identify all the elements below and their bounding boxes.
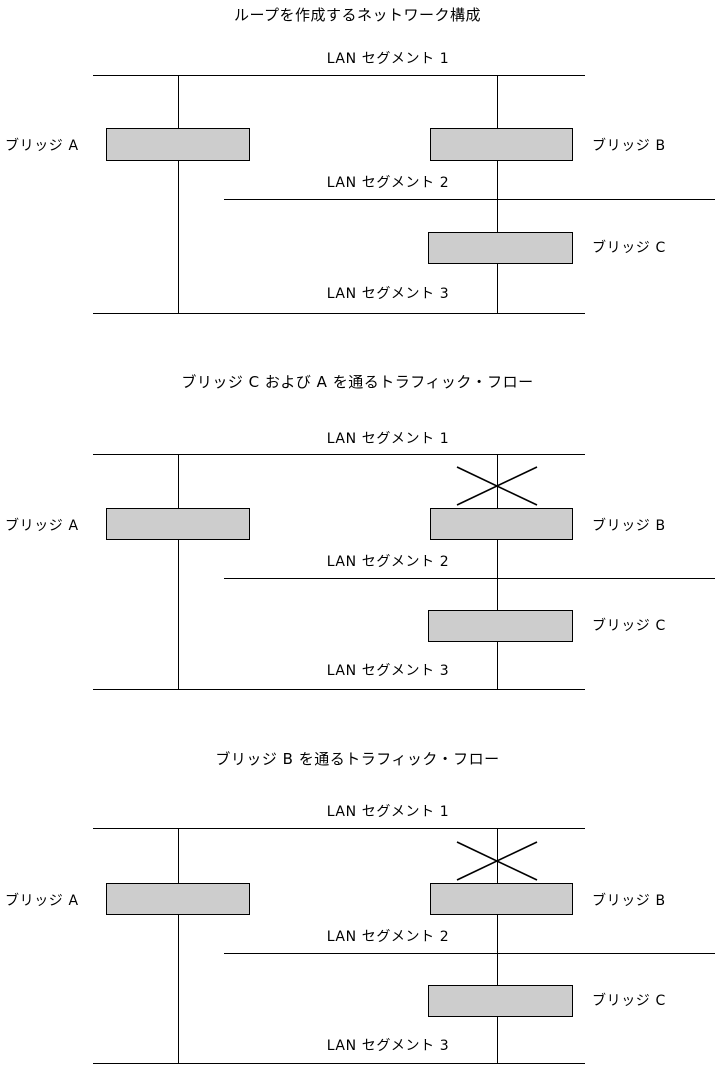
segment-line-lan-2 — [224, 199, 715, 200]
panel-title: ブリッジ B を通るトラフィック・フロー — [215, 750, 500, 768]
bridge-a-trunk-upper — [178, 454, 179, 508]
diagram-panel-traffic-via-b: ブリッジ B を通るトラフィック・フロー LAN セグメント 1 ブリッジ A … — [0, 730, 715, 1066]
segment-label-lan-2: LAN セグメント 2 — [326, 175, 450, 191]
bridge-box-c[interactable] — [428, 232, 573, 264]
segment-label-lan-3: LAN セグメント 3 — [326, 1038, 450, 1054]
blocked-link-x-icon — [456, 841, 538, 881]
segment-label-lan-1: LAN セグメント 1 — [326, 51, 450, 67]
bridge-b-to-c-trunk — [497, 539, 498, 611]
bridge-a-trunk-upper — [178, 828, 179, 883]
segment-label-lan-3: LAN セグメント 3 — [326, 286, 450, 302]
bridge-label-c: ブリッジ C — [592, 618, 666, 634]
segment-label-lan-1: LAN セグメント 1 — [326, 431, 450, 447]
bridge-box-c[interactable] — [428, 610, 573, 642]
bridge-a-trunk-lower — [178, 539, 179, 689]
bridge-box-b[interactable] — [430, 128, 573, 161]
segment-label-lan-3: LAN セグメント 3 — [326, 663, 450, 679]
bridge-box-a[interactable] — [106, 508, 250, 540]
bridge-label-a: ブリッジ A — [5, 518, 79, 534]
bridge-c-trunk-lower — [497, 642, 498, 689]
bridge-box-c[interactable] — [428, 985, 573, 1017]
segment-line-lan-3 — [93, 1063, 585, 1064]
bridge-b-to-c-trunk — [497, 914, 498, 986]
segment-label-lan-2: LAN セグメント 2 — [326, 929, 450, 945]
blocked-link-x-icon — [456, 466, 538, 506]
segment-line-lan-1 — [93, 454, 585, 455]
bridge-box-a[interactable] — [106, 128, 250, 161]
bridge-b-to-c-trunk — [497, 159, 498, 233]
bridge-a-trunk-upper — [178, 75, 179, 129]
bridge-b-trunk-upper — [497, 454, 498, 508]
segment-line-lan-3 — [93, 689, 585, 690]
bridge-box-b[interactable] — [430, 508, 573, 540]
segment-line-lan-3 — [93, 313, 585, 314]
bridge-label-a: ブリッジ A — [5, 138, 79, 154]
bridge-label-c: ブリッジ C — [592, 240, 666, 256]
segment-line-lan-2 — [224, 953, 715, 954]
bridge-c-trunk-lower — [497, 1017, 498, 1064]
bridge-label-b: ブリッジ B — [592, 138, 666, 154]
bridge-c-trunk-lower — [497, 263, 498, 314]
panel-title: ブリッジ C および A を通るトラフィック・フロー — [181, 373, 534, 391]
bridge-a-trunk-lower — [178, 159, 179, 314]
diagram-panel-loop-topology: ループを作成するネットワーク構成 LAN セグメント 1 ブリッジ A ブリッジ… — [0, 0, 715, 340]
segment-label-lan-2: LAN セグメント 2 — [326, 554, 450, 570]
panel-title: ループを作成するネットワーク構成 — [233, 6, 482, 24]
bridge-b-trunk-upper — [497, 828, 498, 883]
bridge-label-c: ブリッジ C — [592, 993, 666, 1009]
segment-label-lan-1: LAN セグメント 1 — [326, 804, 450, 820]
bridge-box-a[interactable] — [106, 883, 250, 915]
bridge-label-b: ブリッジ B — [592, 893, 666, 909]
bridge-a-trunk-lower — [178, 914, 179, 1064]
bridge-box-b[interactable] — [430, 883, 573, 915]
bridge-label-a: ブリッジ A — [5, 893, 79, 909]
bridge-b-trunk-upper — [497, 75, 498, 129]
segment-line-lan-1 — [93, 828, 585, 829]
diagram-panel-traffic-via-c-and-a: ブリッジ C および A を通るトラフィック・フロー LAN セグメント 1 ブ… — [0, 355, 715, 715]
bridge-label-b: ブリッジ B — [592, 518, 666, 534]
segment-line-lan-1 — [93, 75, 585, 76]
segment-line-lan-2 — [224, 578, 715, 579]
